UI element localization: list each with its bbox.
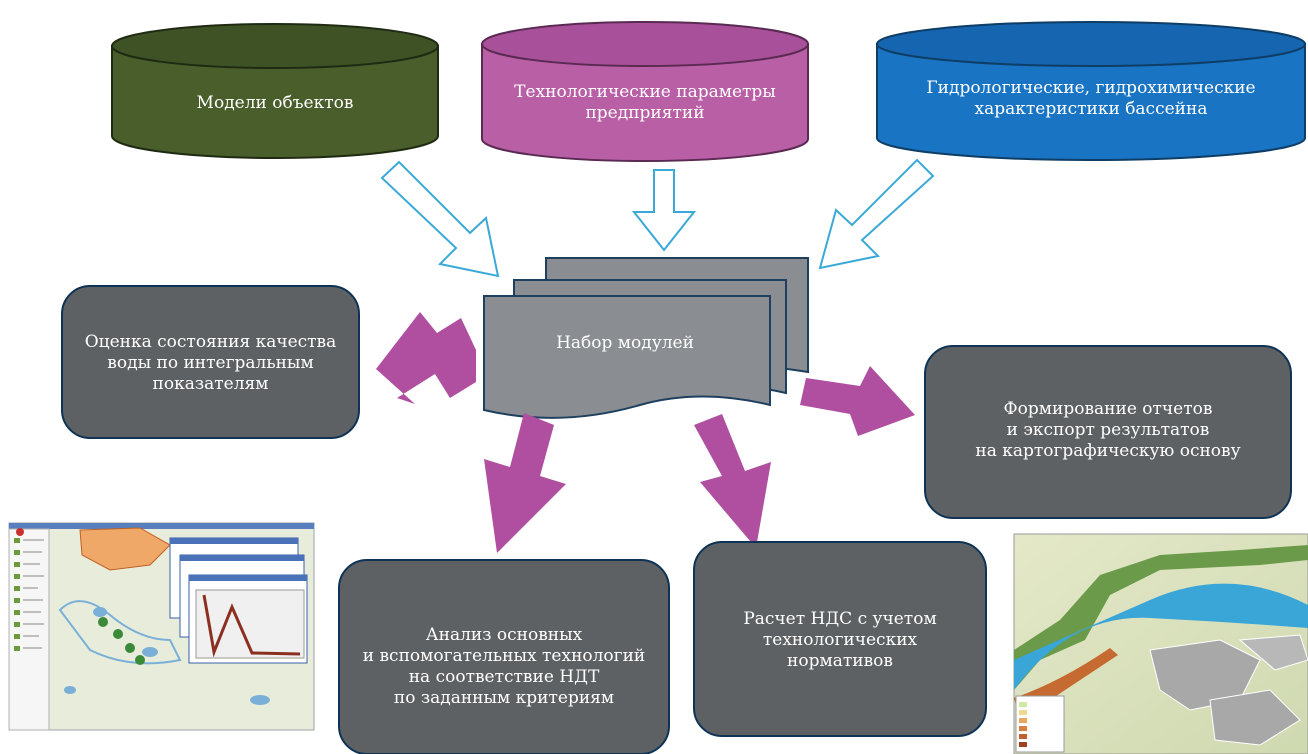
analysis-label: Анализ основных и вспомогательных технол… [362,625,646,708]
arrow-out-left [376,312,476,404]
quality-label: Оценка состояния качества воды по интегр… [84,331,337,394]
arrow-in-right [818,158,935,270]
modules-document-stack [483,257,809,419]
box-nds [693,541,987,737]
arrow-in-left [380,160,500,278]
box-reports [924,345,1292,519]
box-analysis [338,559,670,754]
tech-params-label: Технологические параметры предприятий [514,82,776,123]
database-hydro [876,21,1306,161]
nds-label: Расчет НДС с учетом технологических норм… [743,608,937,671]
map-screenshot [1013,533,1308,754]
database-tech-params [481,21,809,162]
database-models [111,23,439,159]
models-label: Модели объектов [196,92,354,113]
arrow-out-bottom-left [484,413,566,553]
reports-label: Формирование отчетов и экспорт результат… [975,398,1241,461]
modules-label: Набор модулей [556,332,694,353]
hydro-label: Гидрологические, гидрохимические характе… [926,78,1256,119]
arrow-out-right [800,366,915,436]
arrow-out-bottom-right [694,414,771,548]
gis-application-screenshot [8,522,315,731]
box-quality [61,285,360,439]
arrow-in-center [631,169,697,252]
